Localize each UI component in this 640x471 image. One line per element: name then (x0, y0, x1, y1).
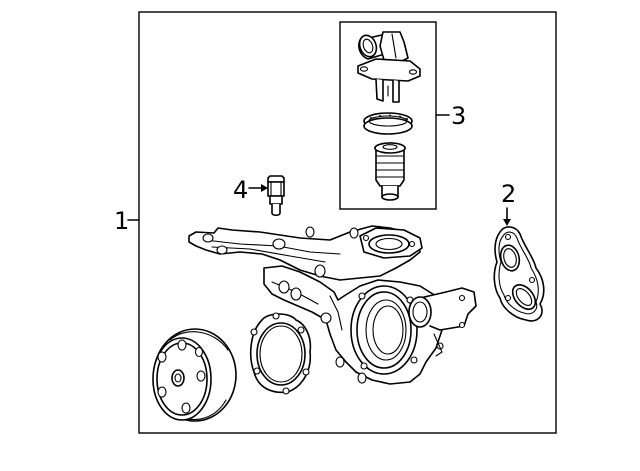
callout-label-thermostat: 3 (451, 102, 466, 130)
callout-label-assembly: 1 (114, 207, 129, 235)
thermostat-element (374, 142, 406, 201)
leader-arrow-2 (503, 219, 511, 226)
water-pump-housing-drawing (188, 225, 477, 385)
gasket-right-drawing (493, 226, 545, 322)
callout-label-gasket: 2 (501, 180, 516, 208)
callout-2: 2 (501, 180, 516, 226)
thermostat-housing-drawing (357, 31, 421, 103)
assembly-frame (138, 11, 557, 434)
callout-1: 1 (114, 207, 140, 235)
leader-arrow-4 (261, 184, 268, 192)
water-pump-gasket-drawing (249, 312, 312, 395)
temperature-sensor-drawing (267, 175, 285, 217)
callout-label-sensor: 4 (233, 176, 248, 204)
thermostat-seal-ring (363, 112, 413, 135)
callout-3: 3 (435, 102, 466, 130)
water-pump-pulley-drawing (152, 328, 237, 422)
callout-4: 4 (233, 176, 268, 204)
